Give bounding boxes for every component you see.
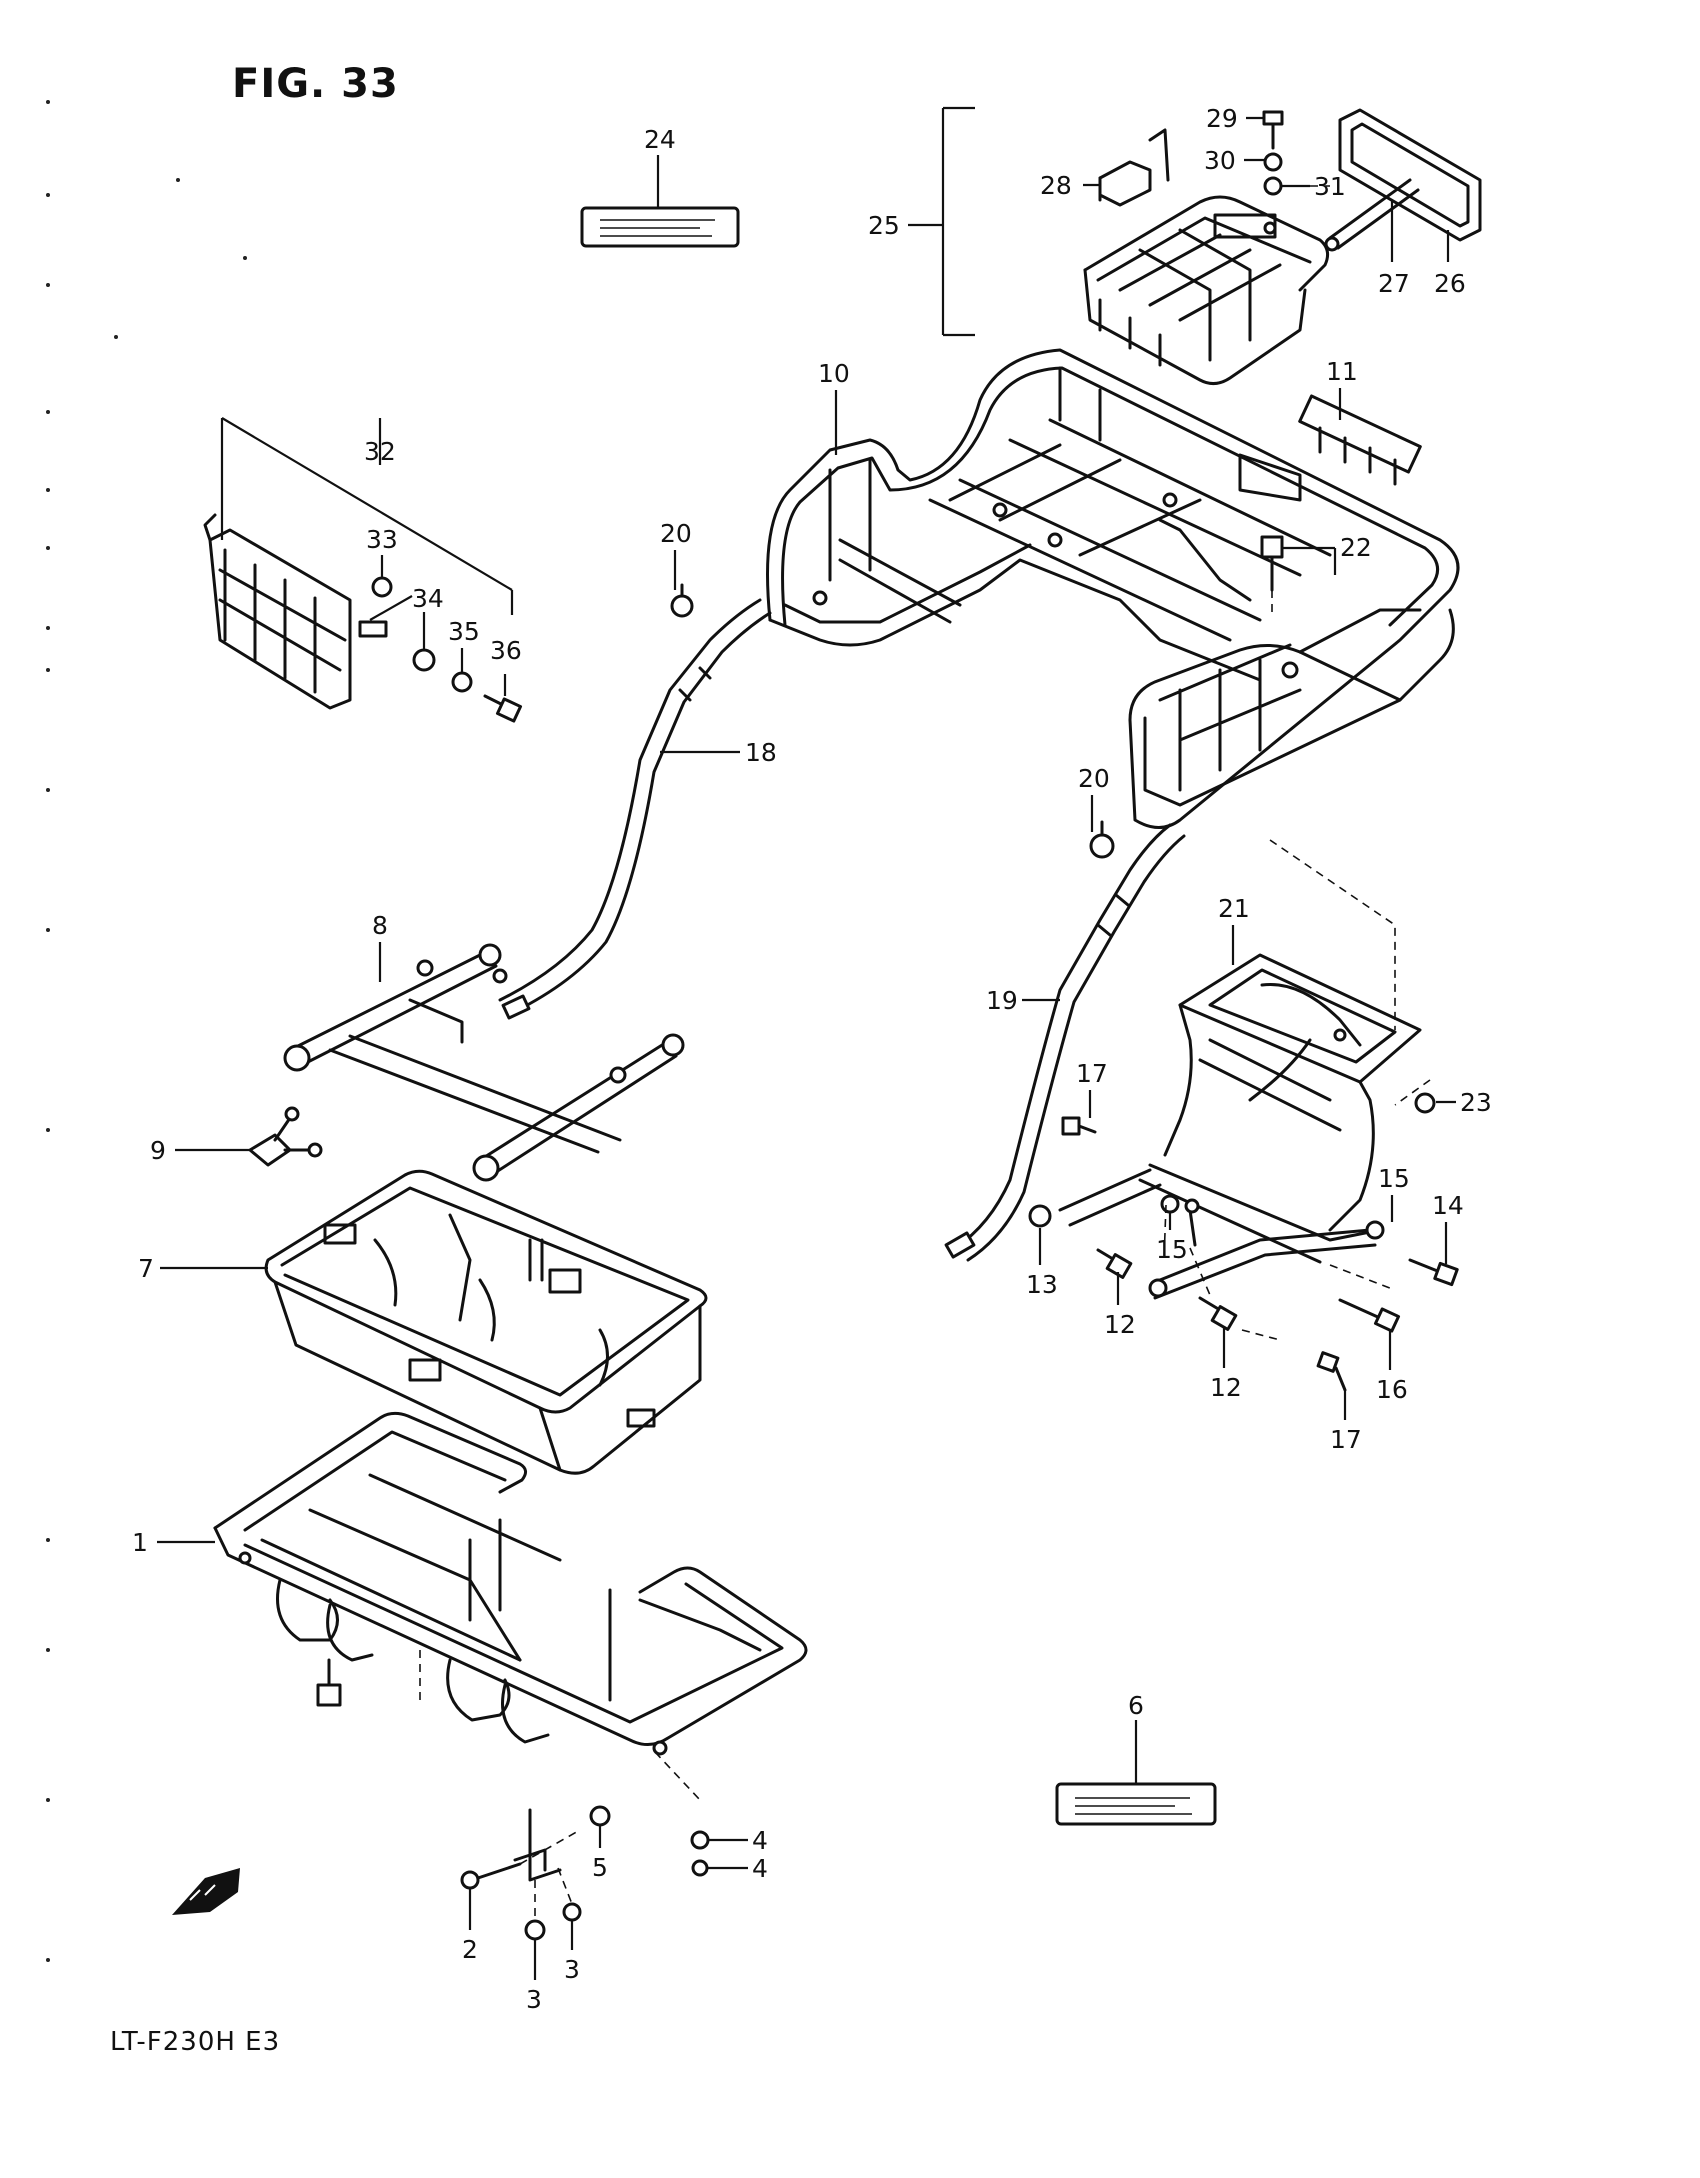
rear-storage-box: [1083, 195, 1330, 385]
rear-carrier-frame: [766, 348, 1460, 829]
bolt-22: [1260, 535, 1284, 592]
bolt-17b: [1316, 1351, 1347, 1392]
callout-3b: 3: [564, 1955, 580, 1984]
callout-33: 33: [366, 525, 398, 554]
nut-31: [1263, 176, 1283, 196]
reflector-bracket: [1324, 108, 1482, 252]
callout-35: 35: [448, 617, 480, 646]
nut-3b: [562, 1902, 582, 1922]
front-guard: [203, 513, 388, 710]
nut-4a: [690, 1830, 710, 1850]
callout-12a: 12: [1104, 1310, 1136, 1339]
front-direction-arrow-icon: [172, 1868, 240, 1915]
nut-23: [1414, 1092, 1436, 1114]
callout-4a: 4: [752, 1826, 768, 1855]
model-code: LT-F230H E3: [110, 2027, 280, 2057]
callout-4b: 4: [752, 1854, 768, 1883]
callout-31: 31: [1314, 172, 1346, 201]
callout-30: 30: [1204, 146, 1236, 175]
callout-8: 8: [372, 911, 388, 940]
decal-24: [580, 206, 740, 248]
callout-12b: 12: [1210, 1373, 1242, 1402]
callout-23: 23: [1460, 1088, 1492, 1117]
callout-24: 24: [644, 125, 676, 154]
bolt-17a: [1061, 1116, 1097, 1136]
nut-4b: [691, 1859, 709, 1877]
callout-17a: 17: [1076, 1059, 1108, 1088]
callout-19: 19: [986, 986, 1018, 1015]
rubber-cushion-20a: [670, 583, 694, 618]
bolt-12a: [1096, 1248, 1133, 1279]
bolt-14: [1408, 1258, 1459, 1287]
callout-1: 1: [132, 1528, 148, 1557]
callout-34: 34: [412, 584, 444, 613]
callout-labels: 1 2 3 3 4 4 5 6 7 8 9 10 11 12 12 13 14 …: [132, 104, 1492, 2014]
washer-30: [1263, 152, 1283, 172]
callout-17b: 17: [1330, 1425, 1362, 1454]
rubber-cushion-20b: [1089, 820, 1115, 859]
nut-3a: [524, 1919, 546, 1941]
clamp-bracket: [248, 1106, 323, 1167]
left-support-tube: [498, 598, 772, 1020]
nut-35: [451, 671, 473, 693]
callout-7: 7: [138, 1254, 154, 1283]
callout-11: 11: [1326, 357, 1358, 386]
callout-18: 18: [745, 738, 777, 767]
bolt-16: [1338, 1298, 1401, 1333]
right-support-tube: [944, 823, 1186, 1262]
bolt-12b: [1198, 1296, 1238, 1331]
callout-20b: 20: [1078, 764, 1110, 793]
callout-36: 36: [490, 636, 522, 665]
box-latch-hinge: [1098, 128, 1170, 207]
bolt-36: [483, 694, 523, 723]
front-carrier-frame: [213, 1411, 808, 1756]
callout-32: 32: [364, 437, 396, 466]
grommet-strip-11: [1298, 394, 1422, 486]
figure-title: FIG. 33: [232, 61, 399, 107]
callout-21: 21: [1218, 894, 1250, 923]
collar-33: [371, 576, 393, 598]
callout-15a: 15: [1156, 1235, 1188, 1264]
callout-2: 2: [462, 1935, 478, 1964]
callout-6: 6: [1128, 1691, 1144, 1720]
decal-6: [1055, 1782, 1217, 1826]
callout-13: 13: [1026, 1270, 1058, 1299]
callout-29: 29: [1206, 104, 1238, 133]
callout-28: 28: [1040, 171, 1072, 200]
margin-specks: [46, 100, 247, 1962]
nut-15a: [1160, 1194, 1180, 1214]
callout-22: 22: [1340, 533, 1372, 562]
rear-mount-bracket: [1058, 953, 1422, 1300]
washer-13: [1028, 1204, 1052, 1228]
bolt-29: [1262, 110, 1284, 150]
callout-14: 14: [1432, 1191, 1464, 1220]
callout-20a: 20: [660, 519, 692, 548]
callout-27: 27: [1378, 269, 1410, 298]
callout-5: 5: [592, 1853, 608, 1882]
callout-3a: 3: [526, 1985, 542, 2014]
callout-25: 25: [868, 211, 900, 240]
washer-34: [412, 648, 436, 672]
front-bracket: [283, 943, 685, 1182]
leader-lines: [157, 106, 1456, 1980]
callout-26: 26: [1434, 269, 1466, 298]
bolt-15b: [1184, 1198, 1200, 1247]
nut-15c: [1365, 1220, 1385, 1240]
callout-9: 9: [150, 1136, 166, 1165]
callout-10: 10: [818, 359, 850, 388]
callout-16: 16: [1376, 1375, 1408, 1404]
bolt-2: [460, 1862, 522, 1890]
front-storage-tray: [264, 1169, 708, 1475]
callout-15b: 15: [1378, 1164, 1410, 1193]
